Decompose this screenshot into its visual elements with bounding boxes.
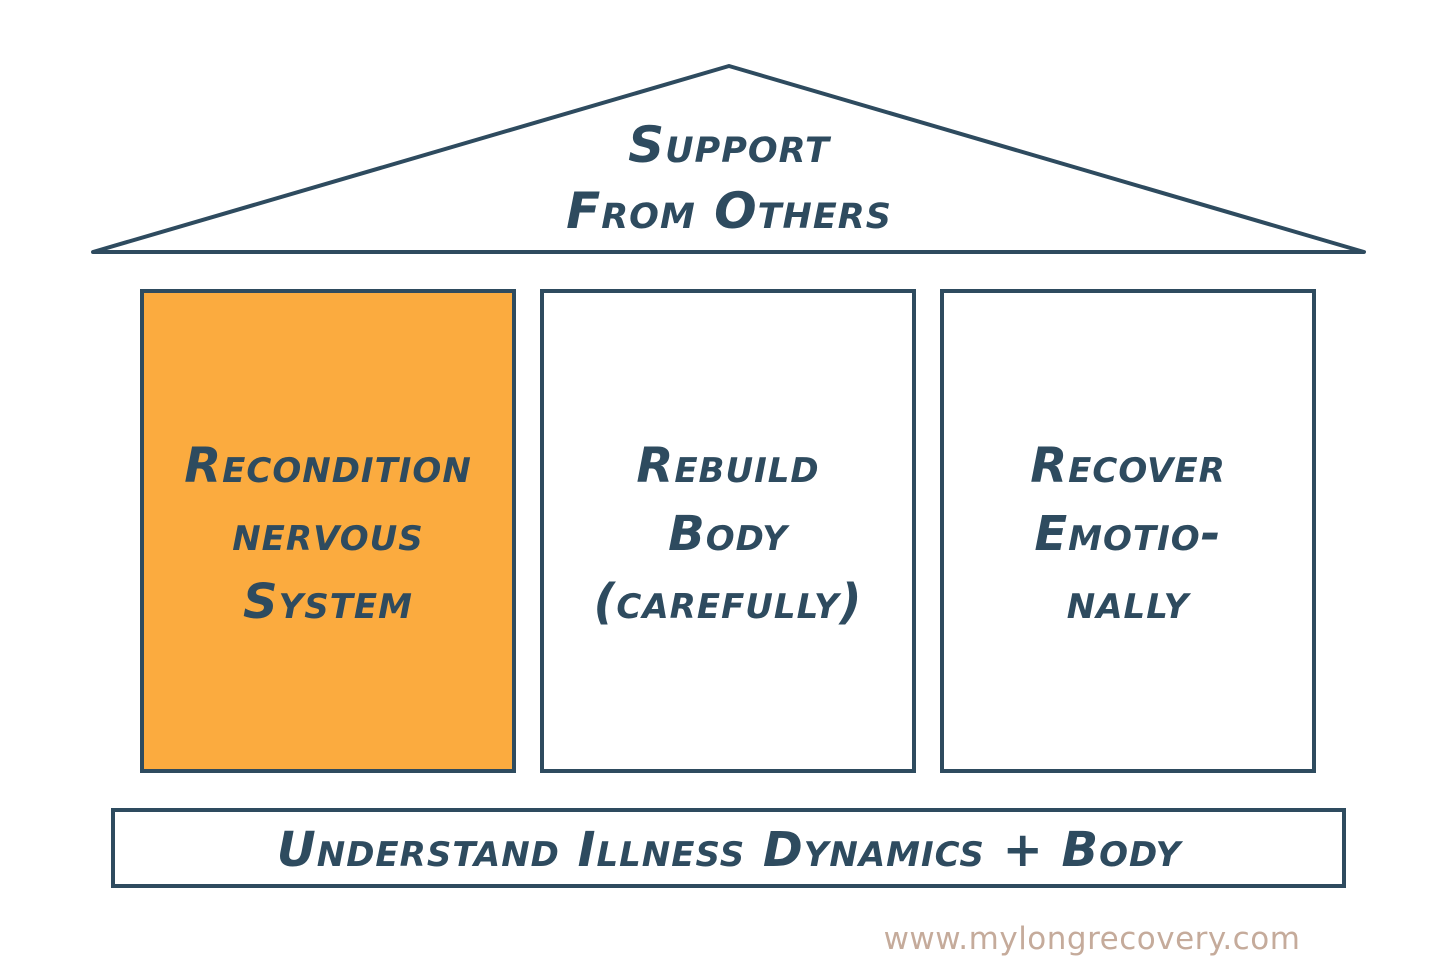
pillar-box [140, 289, 516, 773]
pillar-label-line: Recondition [184, 438, 472, 494]
pillar-label-line: Emotio- [1034, 506, 1221, 562]
pillar-label-line: System [243, 574, 413, 630]
pillar-recondition: Recondition nervous System [140, 289, 516, 773]
pillar-label-line: Recover [1030, 438, 1226, 494]
website-watermark: www.mylongrecovery.com [884, 921, 1301, 957]
pillar-label-line: Body [668, 506, 790, 562]
roof-label-line1: Support [628, 116, 832, 174]
foundation-label: Understand Illness Dynamics + Body [277, 822, 1184, 878]
pillar-recover: Recover Emotio- nally [940, 289, 1316, 773]
pillar-box [940, 289, 1316, 773]
foundation: Understand Illness Dynamics + Body [111, 808, 1346, 888]
pillar-label-line: (carefully) [593, 574, 862, 630]
pillar-label-line: Rebuild [636, 438, 819, 494]
pillar-label-line: nally [1067, 574, 1192, 630]
pillar-box [540, 289, 916, 773]
roof-triangle [91, 64, 1366, 254]
pillar-label-line: nervous [232, 506, 424, 562]
roof-label-line2: From Others [566, 182, 892, 240]
pillar-rebuild: Rebuild Body (carefully) [540, 289, 916, 773]
foundation-box [111, 808, 1346, 888]
